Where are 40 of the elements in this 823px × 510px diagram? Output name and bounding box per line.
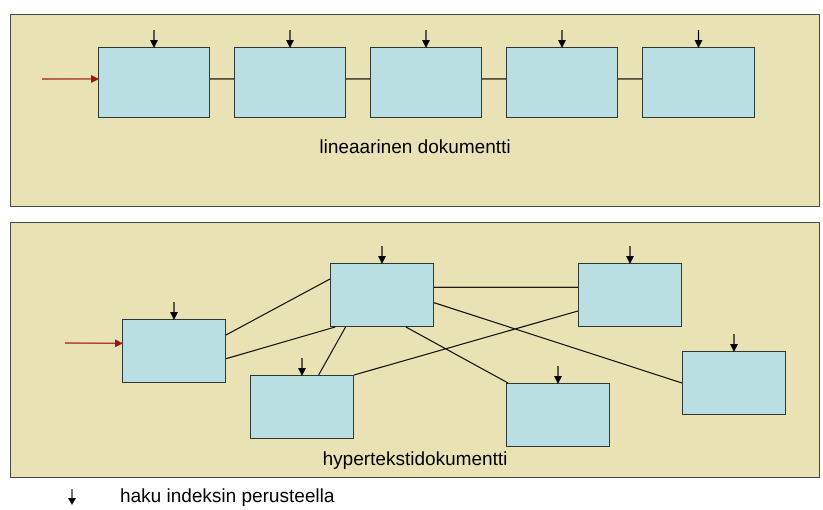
arrow bbox=[554, 366, 562, 384]
page-box bbox=[250, 375, 354, 439]
arrow bbox=[65, 339, 123, 348]
connector-line bbox=[346, 78, 370, 80]
arrow bbox=[730, 334, 738, 352]
connector-line bbox=[406, 326, 508, 384]
page-box bbox=[330, 263, 434, 327]
page-box bbox=[98, 47, 210, 118]
panel-title: hypertekstidokumentti bbox=[322, 449, 508, 471]
arrow bbox=[286, 30, 294, 48]
arrow bbox=[378, 246, 386, 264]
arrow bbox=[626, 246, 634, 264]
connector-line bbox=[226, 278, 330, 336]
connector-line bbox=[434, 286, 578, 288]
arrow bbox=[42, 74, 99, 83]
page-box bbox=[234, 47, 346, 118]
connector-line bbox=[482, 78, 506, 80]
arrow bbox=[170, 302, 178, 320]
page-box bbox=[578, 263, 682, 327]
page-box bbox=[370, 47, 482, 118]
panel-title: lineaarinen dokumentti bbox=[318, 137, 512, 159]
connector-line bbox=[354, 310, 578, 376]
arrow bbox=[298, 358, 306, 376]
arrow bbox=[558, 30, 566, 48]
page-box bbox=[642, 47, 755, 118]
page-box bbox=[682, 351, 786, 415]
connector-line bbox=[434, 302, 682, 384]
arrow bbox=[694, 30, 702, 48]
connector-line bbox=[226, 326, 336, 360]
page-box bbox=[506, 47, 618, 118]
connector-line bbox=[618, 78, 642, 80]
legend-text: haku indeksin perusteella bbox=[120, 486, 334, 508]
page-box bbox=[506, 383, 610, 447]
page-box bbox=[122, 319, 226, 383]
arrow bbox=[150, 30, 158, 48]
connector-line bbox=[318, 326, 346, 376]
connector-line bbox=[210, 78, 234, 80]
arrow bbox=[422, 30, 430, 48]
document-panel bbox=[10, 14, 820, 207]
document-panel bbox=[10, 222, 820, 478]
